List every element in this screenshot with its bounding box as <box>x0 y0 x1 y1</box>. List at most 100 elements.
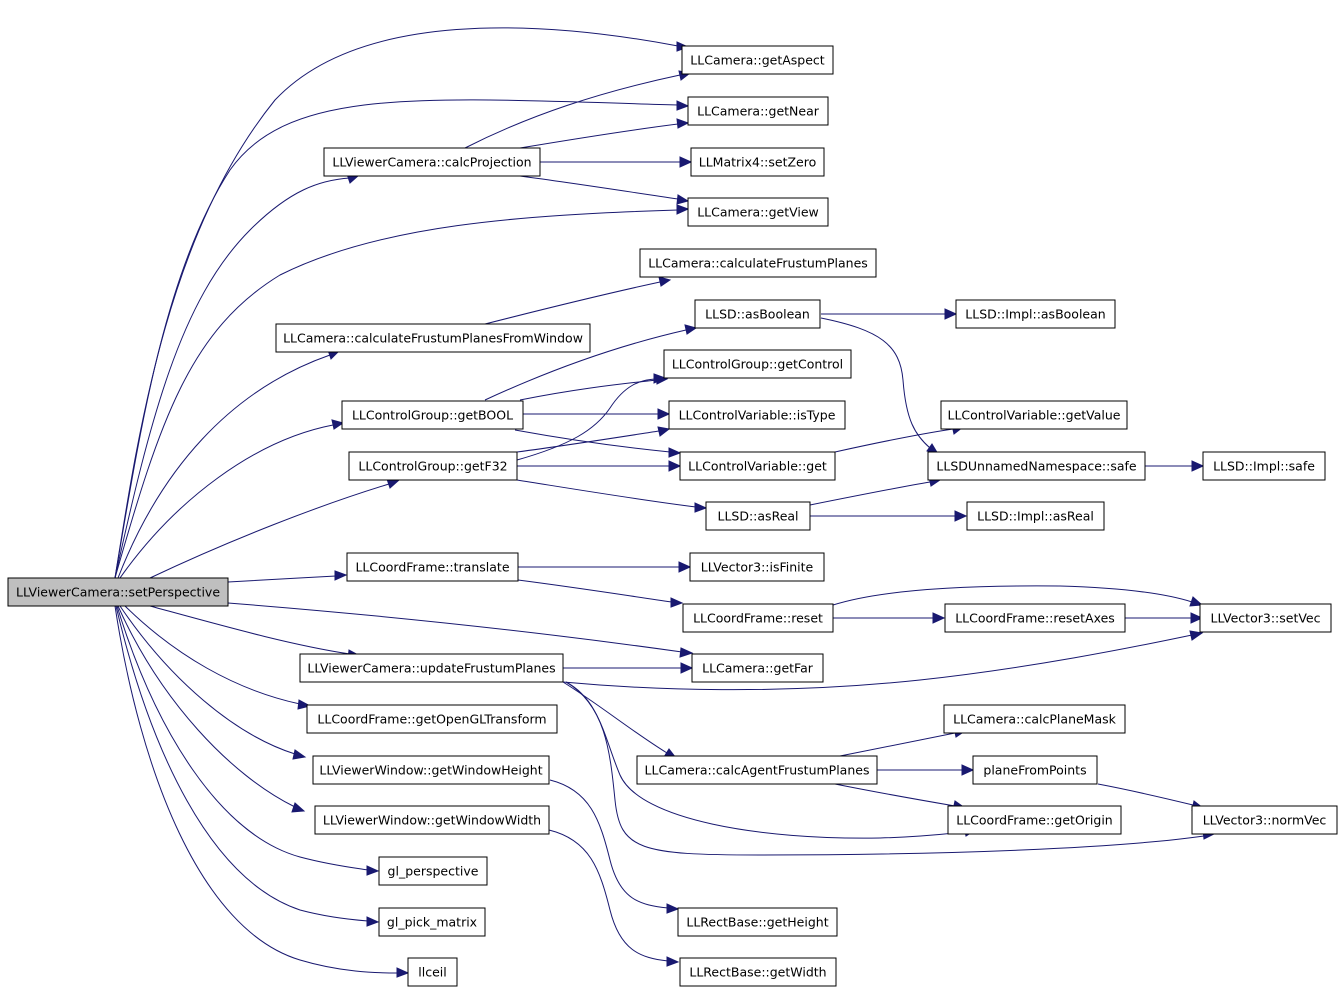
arrowhead <box>331 419 345 430</box>
edge-asReal-safe <box>809 481 931 506</box>
node-box <box>299 653 564 683</box>
node-box <box>955 299 1116 329</box>
node-getOrigin[interactable]: LLCoordFrame::getOrigin <box>947 805 1122 835</box>
node-label: LLCamera::getFar <box>702 661 814 676</box>
node-getHeight[interactable]: LLRectBase::getHeight <box>677 907 838 937</box>
node-box <box>314 805 550 835</box>
arrowhead <box>291 802 306 813</box>
edge-getWindowWidth-getWidth <box>548 829 669 962</box>
node-reset[interactable]: LLCoordFrame::reset <box>682 603 834 633</box>
node-label: LLViewerCamera::updateFrustumPlanes <box>307 661 555 676</box>
node-calcProjection[interactable]: LLViewerCamera::calcProjection <box>323 147 541 177</box>
node-implSafe[interactable]: LLSD::Impl::safe <box>1202 451 1326 481</box>
arrowhead <box>658 276 672 287</box>
arrowhead <box>676 204 690 215</box>
node-box <box>689 552 825 582</box>
node-label: LLSD::asReal <box>717 509 798 524</box>
node-label: LLSD::Impl::asReal <box>977 509 1094 524</box>
node-getWindowWidth[interactable]: LLViewerWindow::getWindowWidth <box>314 805 550 835</box>
node-label: LLCamera::calcAgentFrustumPlanes <box>645 763 870 778</box>
node-label: LLControlGroup::getF32 <box>358 459 507 474</box>
node-label: LLVector3::setVec <box>1210 611 1320 626</box>
arrowhead <box>676 100 690 111</box>
node-label: llceil <box>418 965 446 980</box>
node-getValue[interactable]: LLControlVariable::getValue <box>940 400 1128 430</box>
node-label: LLVector3::isFinite <box>701 560 814 575</box>
arrowhead <box>694 502 708 513</box>
arrowhead <box>944 308 958 320</box>
node-getWindowHeight[interactable]: LLViewerWindow::getWindowHeight <box>312 755 550 785</box>
edge-getWindowHeight-getHeight <box>549 779 669 909</box>
arrowhead <box>932 612 946 624</box>
node-box <box>943 704 1126 734</box>
edge-root-glPerspective <box>116 605 369 871</box>
edge-root-translate <box>227 575 337 583</box>
edge-root-getWindowWidth <box>117 605 296 808</box>
node-label: LLViewerCamera::setPerspective <box>16 585 220 600</box>
edge-root-calculateFrustumPlanesFromWindow <box>117 354 331 579</box>
node-root[interactable]: LLViewerCamera::setPerspective <box>7 577 229 607</box>
node-box <box>348 451 518 481</box>
function-nodes: LLViewerCamera::setPerspectiveLLCamera::… <box>7 45 1338 987</box>
edge-root-llceil <box>114 605 399 974</box>
edge-root-calcProjection <box>114 177 351 579</box>
node-normVec[interactable]: LLVector3::normVec <box>1191 805 1338 835</box>
node-label: LLCamera::calcPlaneMask <box>953 712 1117 727</box>
arrowhead <box>1189 596 1204 607</box>
node-setZero[interactable]: LLMatrix4::setZero <box>690 147 825 177</box>
arrowhead <box>396 967 410 978</box>
arrowhead <box>679 647 694 658</box>
edge-getF32-getControl <box>516 378 656 461</box>
node-label: LLSD::Impl::safe <box>1213 459 1315 474</box>
edge-root-getOpenGLTransform <box>124 605 301 705</box>
node-updateFrustumPlanes[interactable]: LLViewerCamera::updateFrustumPlanes <box>299 653 564 683</box>
node-calcAgentFrustumPlanes[interactable]: LLCamera::calcAgentFrustumPlanes <box>636 755 878 785</box>
node-box <box>687 197 829 227</box>
node-resetAxes[interactable]: LLCoordFrame::resetAxes <box>944 603 1126 633</box>
edge-getBOOL-asBoolean <box>484 329 687 401</box>
node-isType[interactable]: LLControlVariable::isType <box>668 400 846 430</box>
node-box <box>927 451 1146 481</box>
node-getControl[interactable]: LLControlGroup::getControl <box>663 349 852 379</box>
arrowhead <box>954 510 968 522</box>
node-getF32[interactable]: LLControlGroup::getF32 <box>348 451 518 481</box>
node-planeFromPoints[interactable]: planeFromPoints <box>972 755 1098 785</box>
node-implAsReal[interactable]: LLSD::Impl::asReal <box>966 501 1105 531</box>
node-calcPlaneMask[interactable]: LLCamera::calcPlaneMask <box>943 704 1126 734</box>
node-implAsBoolean[interactable]: LLSD::Impl::asBoolean <box>955 299 1116 329</box>
node-label: LLCamera::getNear <box>697 104 820 119</box>
arrowhead <box>1190 612 1204 624</box>
node-glPerspective[interactable]: gl_perspective <box>378 856 488 886</box>
node-calculateFrustumPlanesFromWindow[interactable]: LLCamera::calculateFrustumPlanesFromWind… <box>275 323 591 353</box>
node-translate[interactable]: LLCoordFrame::translate <box>346 552 519 582</box>
node-getBOOL[interactable]: LLControlGroup::getBOOL <box>341 400 524 430</box>
node-asBoolean[interactable]: LLSD::asBoolean <box>694 299 821 329</box>
arrowhead <box>1189 630 1204 641</box>
node-safe[interactable]: LLSDUnnamedNamespace::safe <box>927 451 1146 481</box>
node-asReal[interactable]: LLSD::asReal <box>705 501 811 531</box>
node-box <box>1191 805 1338 835</box>
node-llceil[interactable]: llceil <box>407 957 458 987</box>
edge-translate-reset <box>517 579 673 603</box>
node-box <box>7 577 229 607</box>
node-box <box>679 957 837 987</box>
node-getNear[interactable]: LLCamera::getNear <box>687 96 829 126</box>
node-label: LLCamera::getAspect <box>690 53 824 68</box>
node-setVec[interactable]: LLVector3::setVec <box>1199 603 1332 633</box>
node-label: LLCoordFrame::resetAxes <box>955 611 1115 626</box>
edge-calcAgentFrustumPlanes-calcPlaneMask <box>834 732 956 758</box>
arrowhead <box>657 408 671 420</box>
node-getWidth[interactable]: LLRectBase::getWidth <box>679 957 837 987</box>
edge-root-getWindowHeight <box>119 605 296 755</box>
node-getOpenGLTransform[interactable]: LLCoordFrame::getOpenGLTransform <box>306 704 558 734</box>
arrowhead <box>676 118 690 129</box>
node-box <box>966 501 1105 531</box>
node-getFar[interactable]: LLCamera::getFar <box>691 653 824 683</box>
edge-asBoolean-safe <box>820 317 931 449</box>
node-getAspect[interactable]: LLCamera::getAspect <box>681 45 834 75</box>
node-glPickMatrix[interactable]: gl_pick_matrix <box>378 907 486 937</box>
node-calculateFrustumPlanes[interactable]: LLCamera::calculateFrustumPlanes <box>639 248 877 278</box>
node-getView[interactable]: LLCamera::getView <box>687 197 829 227</box>
node-cvGet[interactable]: LLControlVariable::get <box>679 451 836 481</box>
node-isFinite[interactable]: LLVector3::isFinite <box>689 552 825 582</box>
